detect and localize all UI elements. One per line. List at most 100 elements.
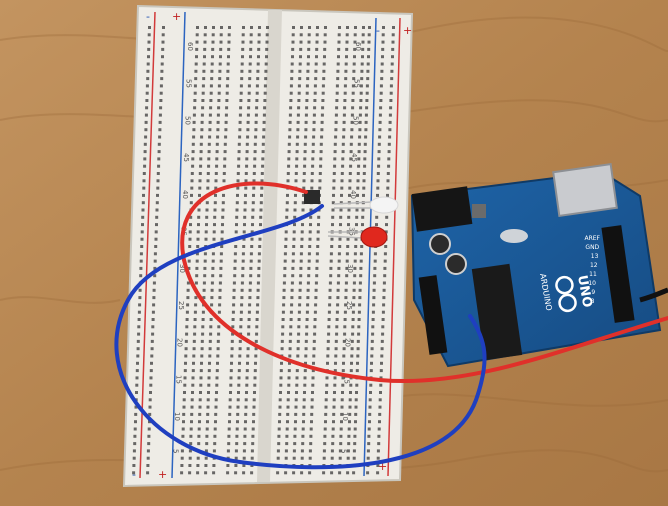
breadboard-hole <box>341 164 345 168</box>
breadboard-hole <box>369 369 373 373</box>
breadboard-hole <box>335 332 339 336</box>
breadboard-hole <box>327 325 331 329</box>
breadboard-hole <box>213 208 217 212</box>
breadboard-hole <box>258 26 261 29</box>
breadboard-hole <box>366 69 370 73</box>
breadboard-hole <box>316 230 320 234</box>
breadboard-hole <box>190 405 194 409</box>
breadboard-hole <box>290 288 294 292</box>
breadboard-hole <box>154 237 158 241</box>
breadboard-hole <box>206 172 210 175</box>
row-number-right: 30 <box>346 264 354 273</box>
breadboard-hole <box>135 391 138 394</box>
breadboard-hole <box>226 77 230 81</box>
breadboard-hole <box>332 398 336 402</box>
breadboard-hole <box>213 442 217 446</box>
header-label: 9 <box>591 289 595 296</box>
breadboard-hole <box>226 62 230 66</box>
breadboard-hole <box>139 252 143 256</box>
breadboard-hole <box>154 230 158 234</box>
breadboard-hole <box>151 332 155 336</box>
breadboard-hole <box>157 157 161 161</box>
breadboard-hole <box>350 113 354 117</box>
breadboard-hole <box>292 26 295 29</box>
breadboard-hole <box>251 442 255 446</box>
breadboard-hole <box>305 99 309 102</box>
breadboard-hole <box>375 215 379 219</box>
breadboard-hole <box>145 91 149 95</box>
breadboard-hole <box>334 128 338 132</box>
led-red <box>327 226 388 248</box>
breadboard-hole <box>237 157 241 161</box>
breadboard-hole <box>195 47 199 51</box>
breadboard-hole <box>190 398 194 402</box>
breadboard-hole <box>348 412 352 416</box>
breadboard-hole <box>346 237 350 241</box>
breadboard-hole <box>303 383 307 387</box>
breadboard-hole <box>158 128 162 132</box>
breadboard-hole <box>356 186 360 190</box>
breadboard-hole <box>206 186 210 190</box>
breadboard-hole <box>201 332 205 336</box>
breadboard-hole <box>307 259 311 263</box>
breadboard-hole <box>359 84 363 88</box>
breadboard-hole <box>191 391 194 394</box>
breadboard-hole <box>344 303 348 307</box>
breadboard-hole <box>246 120 250 124</box>
breadboard-hole <box>289 106 293 110</box>
breadboard-hole <box>191 383 195 387</box>
breadboard-hole <box>368 398 372 402</box>
power-jack <box>411 186 473 232</box>
breadboard-hole <box>188 237 192 241</box>
breadboard-hole <box>241 266 245 270</box>
breadboard-hole <box>143 142 147 146</box>
breadboard-hole <box>335 310 339 314</box>
breadboard-hole <box>349 391 352 394</box>
breadboard-hole <box>333 164 337 168</box>
breadboard-hole <box>159 91 163 95</box>
breadboard-hole <box>204 230 208 234</box>
breadboard-hole <box>344 62 348 66</box>
breadboard-hole <box>198 412 202 416</box>
breadboard-hole <box>161 55 164 59</box>
breadboard-hole <box>210 296 214 300</box>
breadboard-hole <box>358 128 362 132</box>
breadboard-hole <box>354 26 357 29</box>
breadboard-hole <box>206 405 210 409</box>
breadboard-hole <box>353 252 357 256</box>
breadboard-hole <box>203 252 207 256</box>
breadboard-hole <box>146 449 150 453</box>
breadboard-hole <box>296 339 300 343</box>
breadboard-hole <box>210 281 214 285</box>
breadboard-hole <box>193 91 197 95</box>
breadboard-hole <box>257 55 260 59</box>
breadboard-hole <box>239 99 243 102</box>
breadboard-hole <box>242 245 246 248</box>
breadboard-hole <box>303 369 307 373</box>
breadboard-hole <box>207 150 211 154</box>
breadboard-hole <box>219 47 223 51</box>
breadboard-hole <box>205 442 209 446</box>
breadboard-hole <box>162 26 165 29</box>
breadboard-hole <box>217 84 221 88</box>
breadboard-hole <box>296 120 300 124</box>
breadboard-hole <box>238 354 242 358</box>
breadboard-hole <box>247 310 251 314</box>
breadboard-hole <box>389 84 393 88</box>
breadboard-hole <box>150 361 153 365</box>
breadboard-hole <box>317 223 320 227</box>
breadboard-hole <box>337 259 341 263</box>
breadboard-hole <box>346 245 350 248</box>
breadboard-hole <box>351 310 355 314</box>
breadboard-hole <box>236 398 240 402</box>
breadboard-hole <box>204 26 207 29</box>
breadboard-hole <box>204 449 208 453</box>
breadboard-hole <box>245 376 249 380</box>
breadboard-hole <box>147 442 151 446</box>
breadboard-hole <box>367 55 370 59</box>
breadboard-hole <box>330 449 334 453</box>
breadboard-hole <box>357 310 361 314</box>
header-label: GND <box>585 244 599 251</box>
breadboard-hole <box>318 186 322 190</box>
blue-wire <box>114 204 487 470</box>
